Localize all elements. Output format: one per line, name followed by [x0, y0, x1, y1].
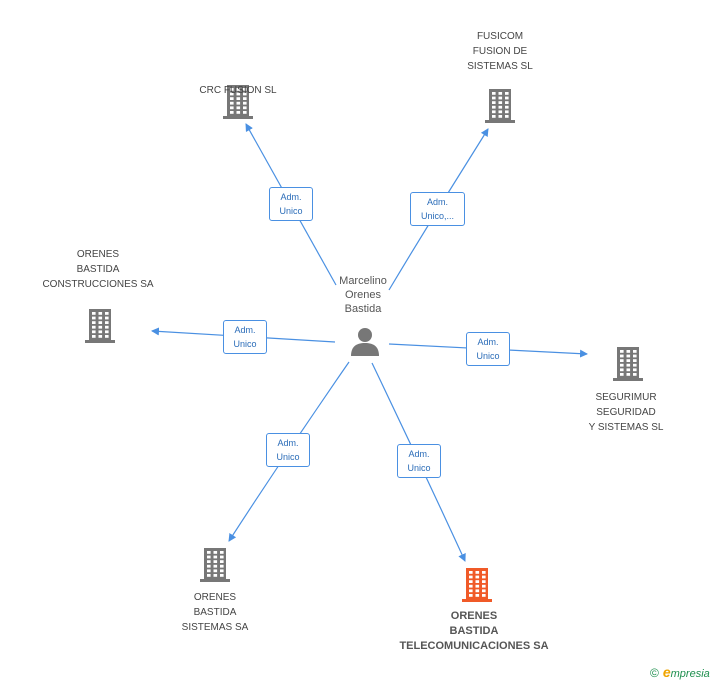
company-name-label[interactable]: CRC FUSION SL	[199, 85, 277, 96]
brand-watermark: ©empresia	[650, 664, 710, 680]
relation-label[interactable]: Adm. Unico,...	[410, 192, 465, 226]
brand-name: mpresia	[670, 668, 710, 680]
company-name-label[interactable]: ORENES BASTIDA SISTEMAS SA	[181, 592, 249, 633]
building-icon[interactable]	[462, 568, 492, 602]
relation-label[interactable]: Adm. Unico	[269, 187, 313, 221]
building-icon[interactable]	[223, 85, 253, 119]
company-name-label[interactable]: ORENES BASTIDA CONSTRUCCIONES SA	[42, 249, 154, 290]
relation-label[interactable]: Adm. Unico	[466, 332, 510, 366]
brand-initial: e	[662, 664, 671, 680]
person-name-label: Marcelino Orenes Bastida	[339, 275, 387, 315]
company-name-label[interactable]: SEGURIMUR SEGURIDAD Y SISTEMAS SL	[588, 392, 664, 433]
building-icon[interactable]	[485, 89, 515, 123]
relation-label[interactable]: Adm. Unico	[266, 433, 310, 467]
copyright-symbol: ©	[650, 666, 659, 680]
relation-label[interactable]: Adm. Unico	[223, 320, 267, 354]
relation-label[interactable]: Adm. Unico	[397, 444, 441, 478]
building-icon[interactable]	[200, 548, 230, 582]
person-icon[interactable]	[349, 327, 381, 357]
building-icon[interactable]	[85, 309, 115, 343]
building-icon[interactable]	[613, 347, 643, 381]
company-name-label[interactable]: FUSICOM FUSION DE SISTEMAS SL	[467, 31, 533, 72]
company-name-label[interactable]: ORENES BASTIDA TELECOMUNICACIONES SA	[399, 610, 549, 652]
